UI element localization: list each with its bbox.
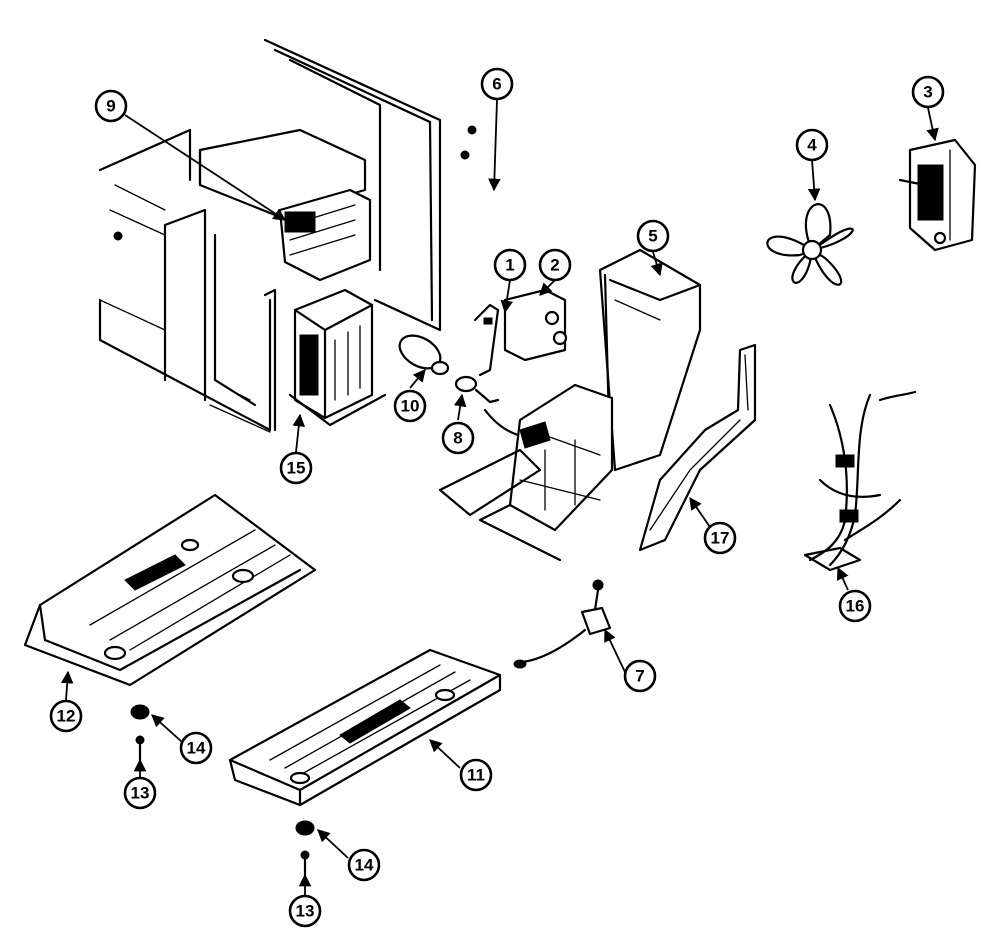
callout-10: 10: [393, 389, 427, 423]
base-plate-left: [23, 493, 317, 687]
callout-13-left: 13: [123, 776, 157, 810]
svg-text:9: 9: [106, 97, 115, 116]
switch-wire: [513, 579, 612, 669]
svg-text:5: 5: [648, 227, 657, 246]
callout-6: 6: [480, 67, 514, 101]
callout-14-left: 14: [179, 731, 213, 765]
callout-12: 12: [49, 699, 83, 733]
svg-text:3: 3: [923, 83, 932, 102]
svg-text:12: 12: [57, 707, 76, 726]
svg-text:6: 6: [492, 75, 501, 94]
foot-part-a: [130, 704, 150, 762]
svg-text:10: 10: [401, 397, 420, 416]
callout-13-bottom: 13: [288, 894, 322, 928]
svg-text:14: 14: [355, 856, 374, 875]
svg-text:15: 15: [287, 459, 306, 478]
fan-motor: [898, 138, 977, 252]
magnetron-assembly: [198, 128, 372, 282]
leader-lines: [60, 99, 939, 895]
wire-harness: [803, 390, 917, 572]
svg-text:17: 17: [711, 529, 730, 548]
callout-16: 16: [838, 589, 872, 623]
svg-text:13: 13: [131, 784, 150, 803]
svg-text:2: 2: [550, 256, 559, 275]
svg-text:14: 14: [187, 739, 206, 758]
callout-7: 7: [623, 659, 657, 693]
transformer: [288, 288, 387, 427]
callout-9: 9: [94, 89, 128, 123]
foot-part-b: [295, 820, 315, 877]
fan-housing: [438, 248, 702, 562]
svg-text:1: 1: [505, 256, 514, 275]
callout-15: 15: [279, 451, 313, 485]
svg-text:8: 8: [453, 429, 462, 448]
callout-14-bottom: 14: [347, 848, 381, 882]
svg-text:11: 11: [467, 766, 485, 785]
capacitor: [503, 288, 568, 362]
callout-3: 3: [911, 75, 945, 109]
fan-blade: [766, 203, 854, 286]
svg-text:7: 7: [635, 667, 644, 686]
base-plate-right: [228, 648, 502, 807]
cabinet-chassis: [98, 38, 477, 433]
callout-1: 1: [493, 248, 527, 282]
callout-2: 2: [538, 248, 572, 282]
bulb-part: [398, 334, 450, 376]
callout-4: 4: [795, 128, 829, 162]
callout-5: 5: [636, 219, 670, 253]
callout-17: 17: [703, 521, 737, 555]
gasket-strip: [638, 343, 757, 552]
svg-text:13: 13: [296, 902, 315, 921]
svg-text:16: 16: [846, 597, 865, 616]
capacitor-bracket: [473, 303, 500, 377]
callout-11: 11: [459, 758, 493, 792]
svg-text:4: 4: [807, 136, 817, 155]
callout-8: 8: [441, 421, 475, 455]
